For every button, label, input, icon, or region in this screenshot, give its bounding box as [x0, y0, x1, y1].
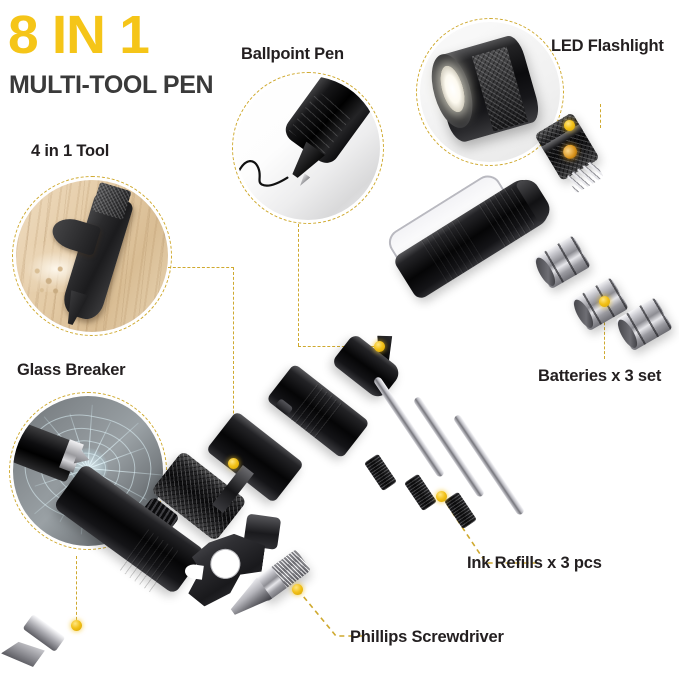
- inset-ring-ballpoint-pen: [232, 72, 384, 224]
- page-title: 8 IN 1: [8, 5, 150, 65]
- ink-refill-3: [436, 412, 586, 546]
- leader-batteries-vertical: [604, 303, 605, 359]
- breaker-pen-section: [6, 462, 206, 690]
- marker-dot-led: [564, 120, 575, 131]
- tool-part-notch: [184, 563, 204, 580]
- inset-ring-four-in-one-tool: [12, 176, 172, 336]
- refill-grip: [363, 453, 398, 492]
- label-batteries: Batteries x 3 set: [538, 367, 662, 385]
- page-subtitle: MULTI-TOOL PEN: [9, 71, 214, 99]
- leader-ballpoint-horizontal: [298, 346, 379, 347]
- marker-dot-ballpoint: [374, 341, 385, 352]
- leader-glassbreaker-vertical: [76, 556, 77, 625]
- leader-tool41-vertical: [233, 267, 234, 463]
- marker-dot-tool41: [228, 458, 239, 469]
- leader-phillips: [297, 589, 362, 637]
- marker-dot-ink-refills: [436, 491, 447, 502]
- refill-grip: [443, 491, 478, 530]
- marker-dot-phillips: [292, 584, 303, 595]
- label-phillips-screwdriver: Phillips Screwdriver: [350, 628, 504, 646]
- leader-ink-refills: [441, 496, 536, 564]
- leader-tool41-horizontal: [168, 267, 234, 268]
- leader-led-vertical: [600, 104, 601, 128]
- leader-ballpoint-vertical: [298, 224, 299, 346]
- label-glass-breaker: Glass Breaker: [17, 361, 126, 379]
- inset-ring-led-flashlight: [416, 18, 564, 166]
- label-led-flashlight: LED Flashlight: [551, 37, 664, 55]
- marker-dot-batteries: [599, 296, 610, 307]
- refill-grip: [403, 473, 438, 512]
- label-four-in-one-tool: 4 in 1 Tool: [31, 142, 110, 160]
- marker-dot-glassbreaker: [71, 620, 82, 631]
- label-ballpoint-pen: Ballpoint Pen: [241, 45, 344, 63]
- label-ink-refills: Ink Refills x 3 pcs: [467, 554, 602, 572]
